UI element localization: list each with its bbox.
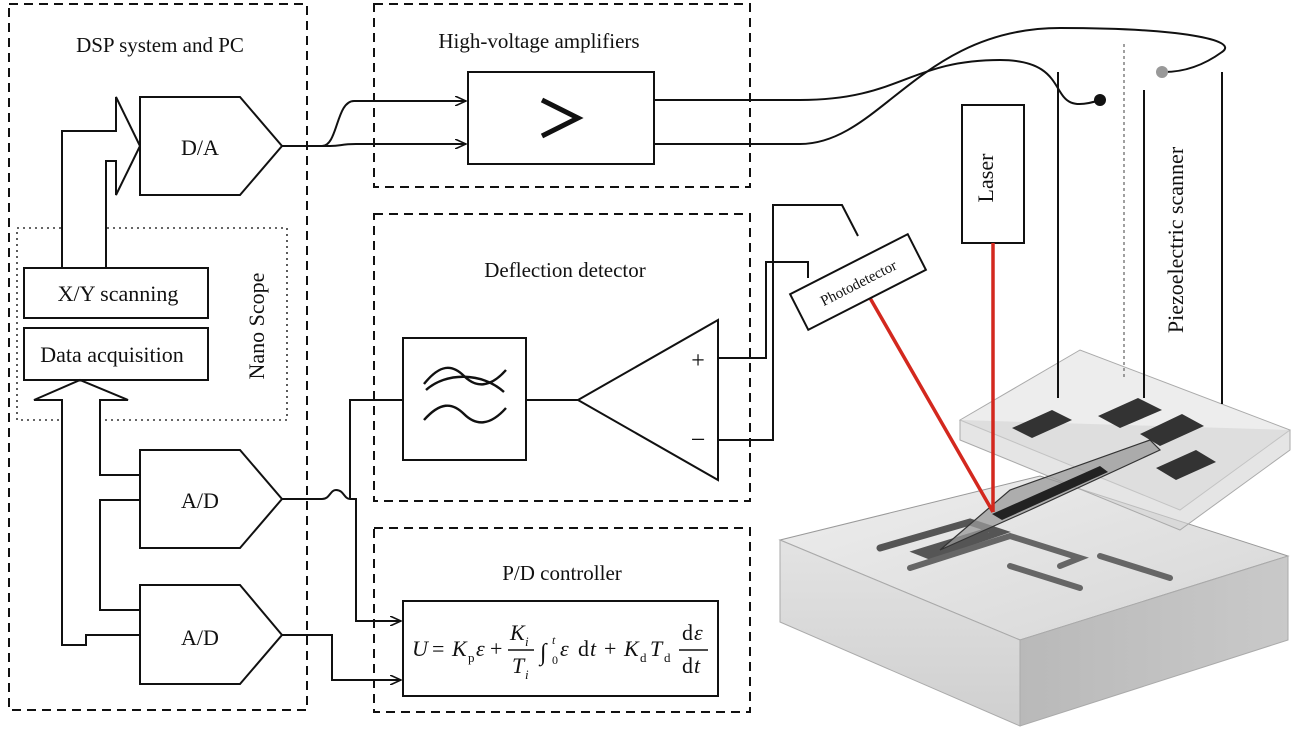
wire-photodetector-minus (718, 204, 859, 441)
wire-ad-bottom-to-pd (282, 634, 401, 680)
wire-hv-to-scanner-2 (654, 26, 1227, 145)
xy-scanning-box (23, 267, 209, 319)
eq-Kp: K (451, 636, 468, 661)
ad-top-block (139, 449, 284, 549)
cantilever-tip-dark (992, 466, 1108, 520)
eq-deps-e: ε (694, 620, 703, 645)
eq-lower: 0 (552, 653, 558, 667)
piezo-scanner-outline (1057, 72, 1223, 404)
eq-p-sub: p (468, 650, 475, 665)
filter-wave-mid (425, 375, 505, 393)
filter-box (402, 337, 527, 461)
amp-minus-sign: − (691, 425, 706, 454)
data-acquisition-box (23, 327, 209, 381)
nano-scope-label: Nano Scope (244, 273, 269, 380)
eq-plus2: + (604, 636, 616, 661)
wire-feedback-to-pd (350, 498, 401, 621)
hv-amplifier-box (467, 71, 655, 165)
scanner-terminal-black (1094, 94, 1106, 106)
holder-plate-edge (959, 420, 1291, 531)
eq-Ti: T (512, 653, 526, 678)
piezo-scanner-label: Piezoelectric scanner (1163, 146, 1188, 333)
eq-Td: T (650, 636, 664, 661)
data-acquisition-label: Data acquisition (40, 342, 184, 367)
nano-scope-region (16, 227, 288, 421)
wire-hv-to-scanner-1 (654, 58, 1101, 106)
photodetector: Photodetector (788, 232, 928, 332)
scan-hollow-arrow (61, 96, 142, 273)
sample-trace-3 (1007, 563, 1083, 591)
eq-i-sub2: i (525, 667, 529, 682)
laser-box (961, 104, 1025, 244)
holder-pad-1 (1012, 410, 1072, 438)
ad-top-label: A/D (181, 488, 219, 513)
eq-eps1: ε (476, 636, 485, 661)
hv-panel (373, 3, 751, 188)
holder-pad-2 (1098, 398, 1162, 428)
wire-ad-to-filter (282, 399, 403, 501)
amp-plus-sign: + (691, 348, 705, 374)
eq-deps-d: d (682, 620, 693, 645)
sample-trace-2 (907, 532, 1089, 571)
pd-panel-title: P/D controller (502, 561, 622, 585)
da-block (139, 96, 284, 196)
eq-plus1: + (490, 636, 502, 661)
eq-dt2-d: d (682, 653, 693, 678)
da-label: D/A (181, 135, 219, 160)
eq-integral: ∫ (538, 640, 548, 667)
wire-da-to-hv-bottom (282, 144, 466, 146)
photodetector-box (788, 232, 928, 332)
filter-wave-bottom (423, 404, 507, 424)
eq-i-sub1: i (525, 634, 529, 649)
eq-dt2-t: t (694, 653, 701, 678)
sample-trace-4 (1097, 553, 1173, 581)
hv-panel-title: High-voltage amplifiers (438, 29, 639, 53)
hv-amplifier-symbol (540, 97, 584, 139)
xy-scanning-label: X/Y scanning (58, 281, 179, 306)
dsp-panel-title: DSP system and PC (76, 33, 244, 57)
scanner-terminal-gray (1156, 66, 1168, 78)
pd-controller-box (402, 600, 719, 697)
laser-beam-reflected (868, 297, 995, 513)
eq-d-sub1: d (640, 650, 647, 665)
holder-pad-3 (1140, 414, 1204, 446)
deflection-panel (373, 213, 751, 502)
eq-d-sub2: d (664, 650, 671, 665)
eq-dt1-d: d (578, 636, 589, 661)
eq-dt1-t: t (590, 636, 597, 661)
sample-block-side (1019, 555, 1289, 727)
sample-trace-1 (876, 518, 1011, 560)
deflection-panel-title: Deflection detector (484, 258, 646, 282)
wire-photodetector-plus (718, 261, 809, 359)
diff-amplifier (575, 318, 719, 482)
dsp-panel (8, 3, 308, 711)
eq-eps2: ε (560, 636, 569, 661)
holder-pad-4 (1156, 450, 1216, 480)
ad-bottom-label: A/D (181, 625, 219, 650)
eq-U: U (412, 636, 430, 661)
pd-equation: U = K p ε + K i T i ∫ t 0 ε d t + K d T … (412, 620, 708, 682)
eq-Ki: K (509, 620, 526, 645)
eq-Kd: K (623, 636, 640, 661)
eq-equals: = (432, 636, 444, 661)
eq-upper: t (552, 633, 556, 647)
laser-label: Laser (973, 153, 998, 203)
ad-bottom-block (139, 584, 284, 685)
